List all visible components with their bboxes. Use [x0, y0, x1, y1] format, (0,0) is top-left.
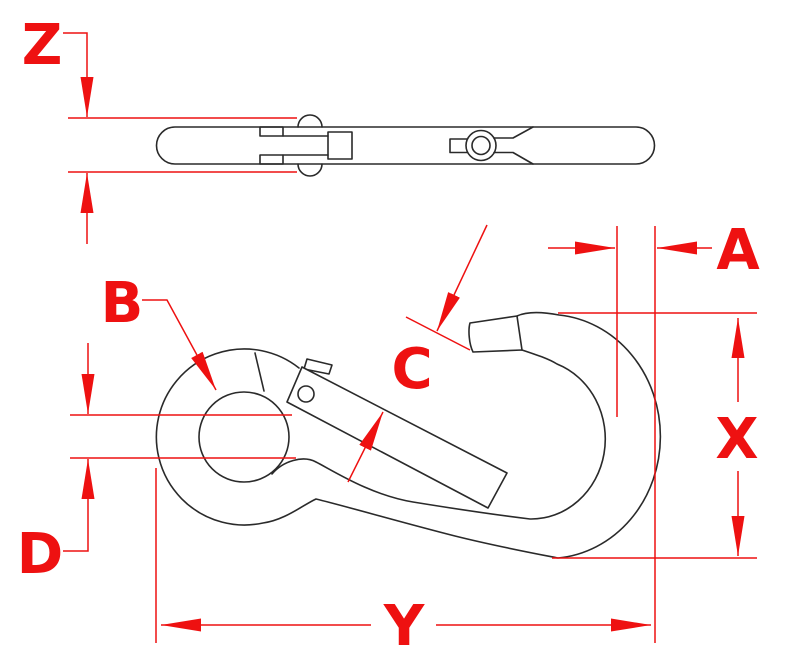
dimension-z: Z — [22, 13, 297, 244]
dimension-y: Y — [155, 468, 651, 659]
gate-pivot-tab — [303, 358, 333, 375]
dim-label-b: B — [101, 271, 144, 336]
dimension-d: D — [17, 343, 296, 587]
gate-strip-edges — [282, 135, 329, 156]
eye-inner-circle — [198, 391, 290, 483]
nose-fork-lines — [493, 126, 534, 165]
keyhole-inner-circle — [471, 135, 491, 156]
dim-label-c: C — [391, 337, 432, 402]
carabiner-body-outline — [155, 311, 662, 559]
dimension-markings: Z B D C A — [17, 13, 761, 659]
nose-cap-seam — [516, 315, 523, 351]
c-tangent-line — [405, 316, 471, 351]
rivet-dome-top — [297, 114, 323, 128]
c-arrow-lower — [347, 411, 384, 483]
dim-label-x: X — [715, 407, 758, 472]
dim-label-d: D — [17, 522, 63, 587]
eye-wrap-seam — [254, 352, 265, 392]
gate-rivet-hole — [297, 385, 315, 403]
rivet-dome-bottom — [297, 163, 323, 177]
z-leader-line — [63, 32, 94, 117]
pivot-block — [327, 131, 353, 160]
d-leader-line — [63, 459, 95, 552]
dimension-a: A — [548, 218, 760, 643]
keyhole-outer-circle — [465, 129, 497, 162]
side-profile-view — [155, 114, 656, 177]
gate-crimp-bottom — [259, 154, 284, 165]
gate-crimp-top — [259, 126, 284, 137]
dim-label-a: A — [716, 218, 760, 283]
side-view-body-outline — [155, 126, 656, 165]
b-leader-line — [142, 299, 217, 391]
keyhole-slot — [449, 138, 468, 154]
dimension-b: B — [101, 271, 217, 391]
dim-label-y: Y — [383, 594, 426, 659]
dimension-x: X — [552, 312, 759, 559]
dim-label-z: Z — [22, 13, 63, 78]
gate-bar — [286, 366, 508, 509]
main-profile-view — [155, 311, 662, 559]
dimension-c: C — [347, 224, 488, 483]
c-arrow-upper — [436, 224, 488, 332]
